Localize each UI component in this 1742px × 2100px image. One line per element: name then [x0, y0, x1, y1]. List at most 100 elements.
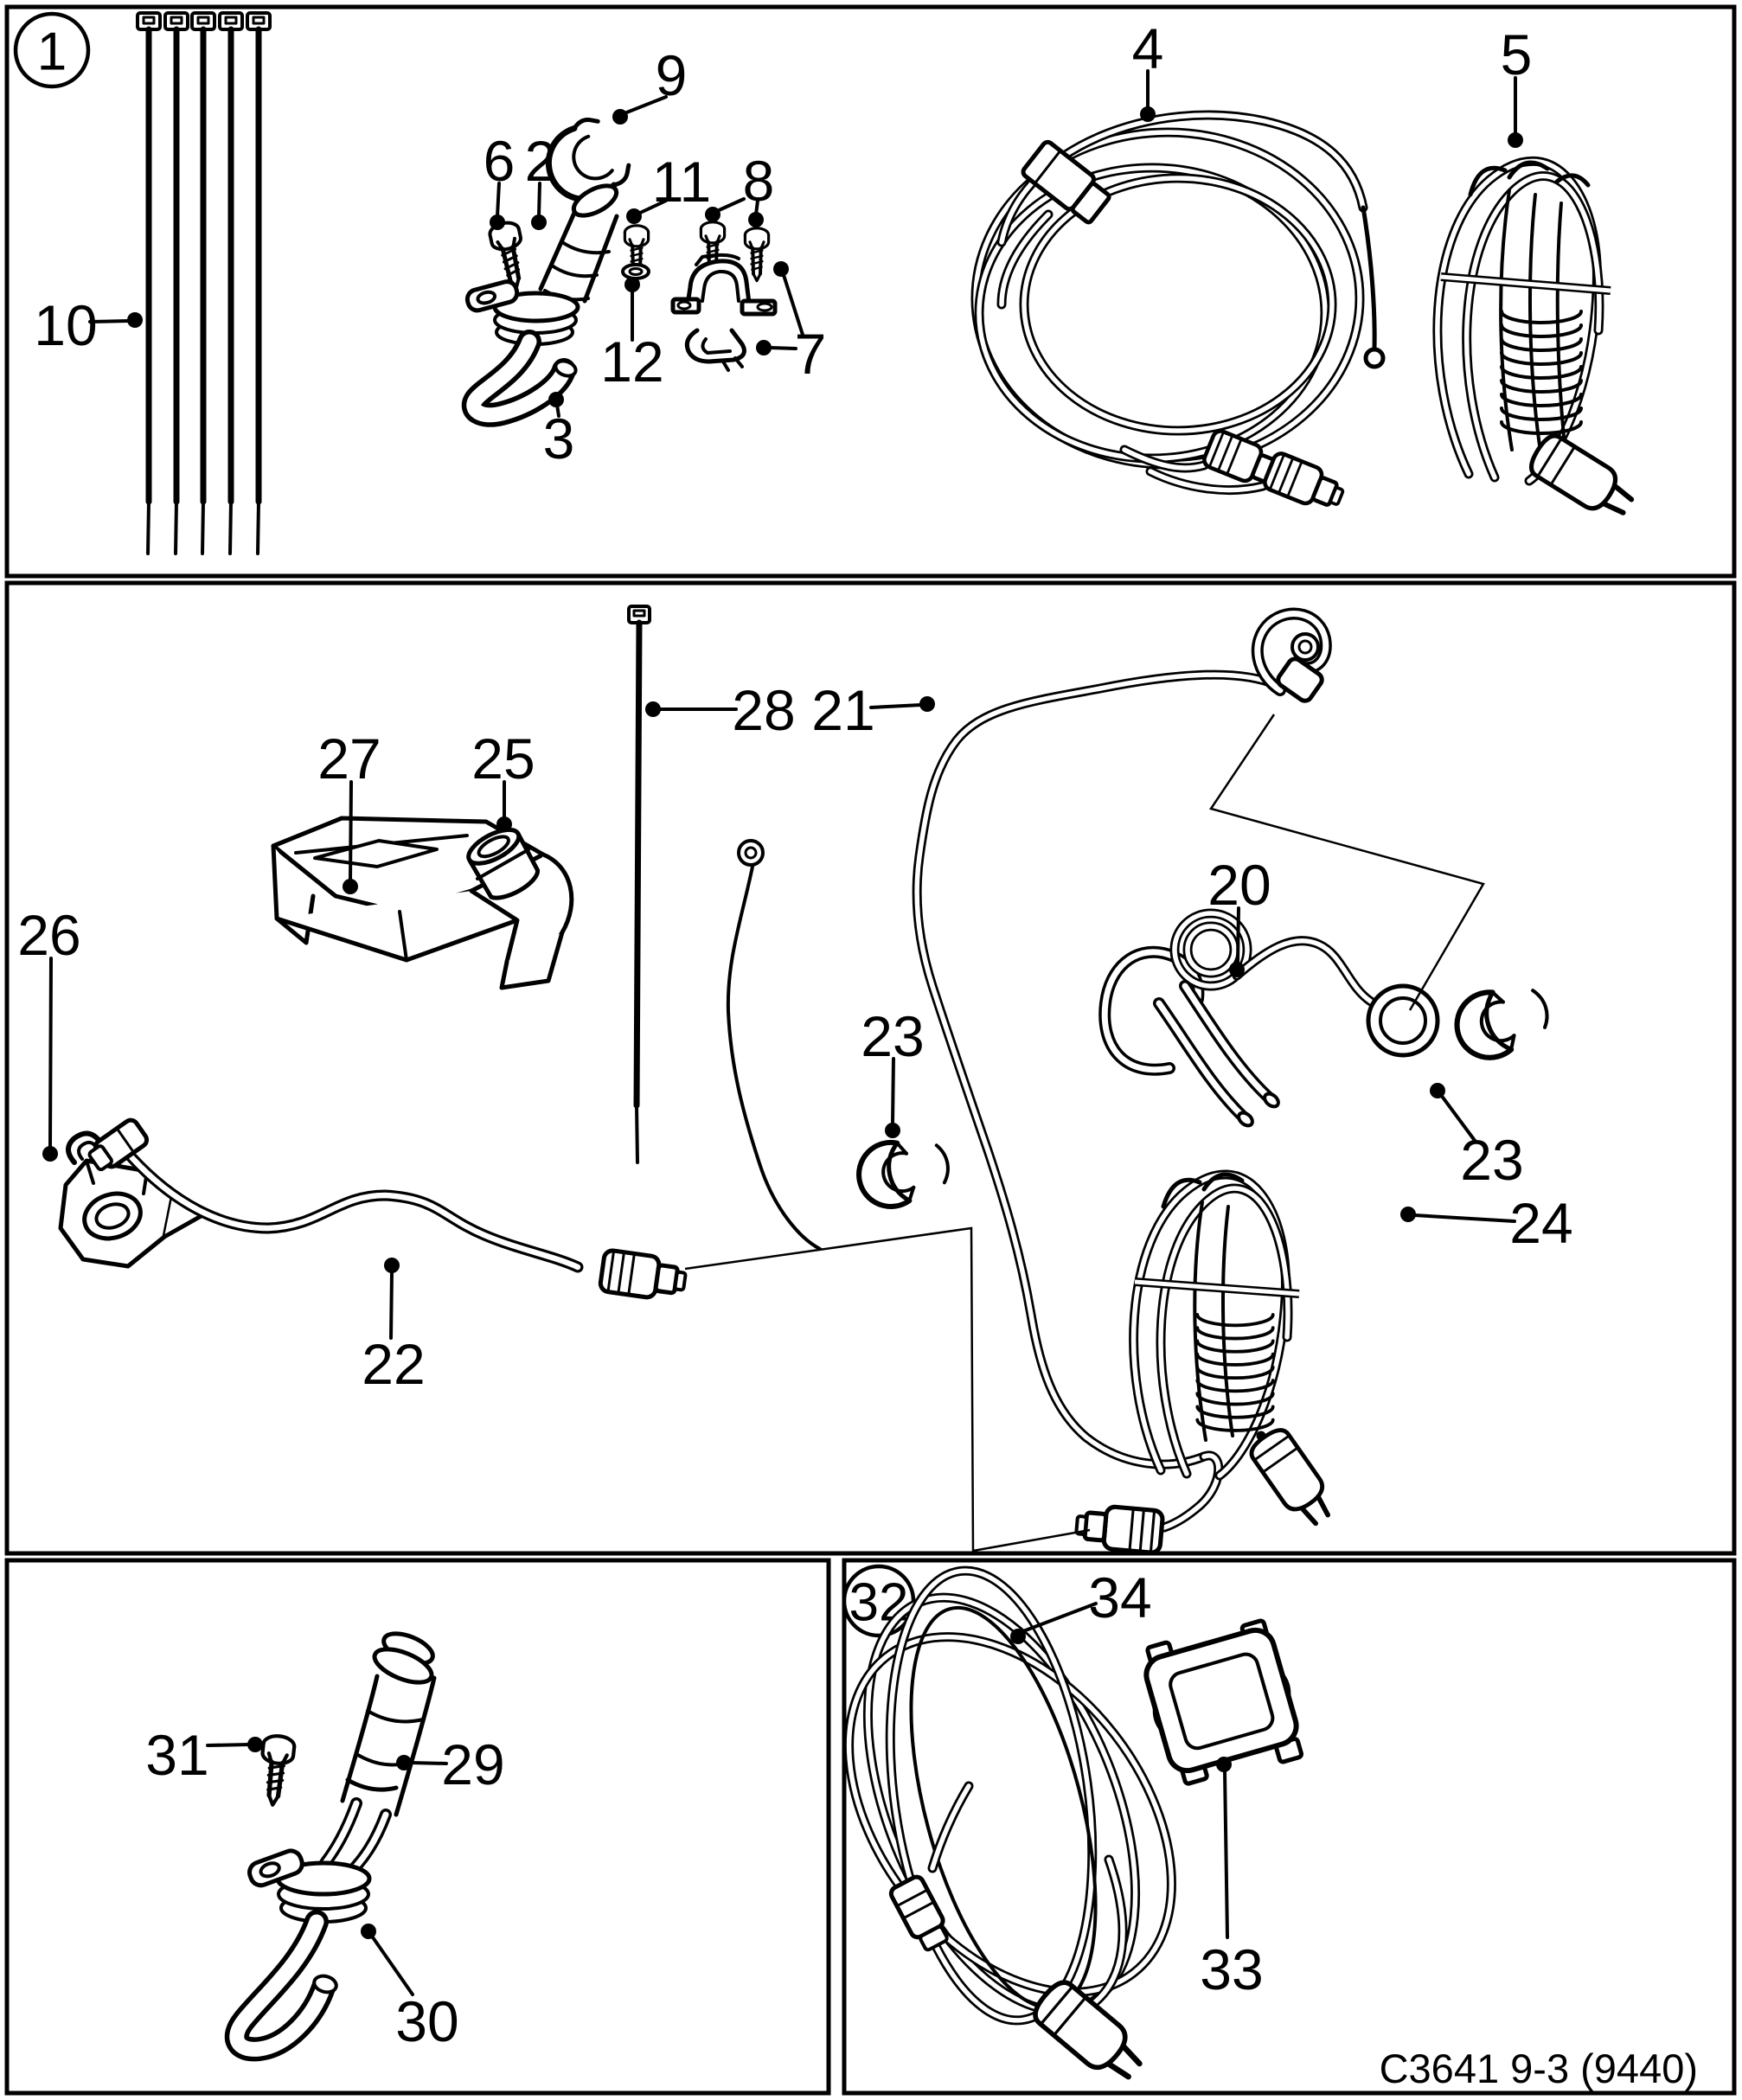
leader-dot	[247, 1737, 263, 1752]
panel-border-bottom-left	[4, 1558, 831, 2096]
leader-dot	[384, 1258, 400, 1273]
part-number-label: 29	[441, 1732, 504, 1796]
clip-23-mid	[853, 1131, 954, 1213]
washer-12	[621, 263, 650, 280]
connector-21-low	[1075, 1504, 1163, 1553]
panel-badge-label: 32	[849, 1572, 909, 1632]
screw-31	[257, 1735, 295, 1807]
panel-middle	[4, 580, 1737, 1556]
part-number-label: 26	[17, 903, 80, 967]
part-number-label: 22	[362, 1332, 425, 1396]
callout-26: 26	[17, 903, 81, 1162]
leader-line	[371, 1936, 414, 1996]
callout-21: 21	[811, 678, 935, 742]
leader-line	[715, 197, 746, 213]
leader-line	[1412, 1213, 1516, 1223]
part-number-label: 23	[861, 1004, 924, 1068]
cable-4	[970, 110, 1386, 515]
leader-line	[1439, 1093, 1477, 1143]
clip-7	[684, 328, 746, 372]
callout-30: 30	[361, 1924, 459, 2053]
callout-31: 31	[145, 1723, 263, 1787]
panel-badge-circle	[13, 11, 91, 89]
leader-line	[48, 957, 53, 1149]
leader-dot	[1229, 962, 1245, 977]
callout-25: 25	[471, 727, 535, 832]
part-number-label: 10	[34, 293, 97, 357]
leader-dot	[756, 340, 772, 355]
callout-20: 20	[1207, 853, 1271, 977]
part-number-label: 21	[811, 678, 874, 742]
leader-line	[349, 780, 353, 882]
part-number-label: 28	[732, 678, 795, 742]
leader-dot	[773, 261, 789, 277]
leader-line	[782, 273, 804, 336]
leader-line	[1236, 906, 1240, 964]
cable-set-34	[844, 1565, 1176, 2089]
leader-dot	[1140, 106, 1156, 122]
callout-34: 34	[1010, 1565, 1152, 1644]
part-number-label: 6	[484, 129, 516, 193]
panel-badge-label: 1	[37, 22, 67, 81]
diagram-code: C3641 9-3 (9440)	[1380, 2046, 1698, 2091]
cover-27	[271, 816, 574, 990]
callout-11: 11	[626, 150, 711, 224]
part-number-label: 27	[317, 727, 381, 791]
bracket-26	[58, 1130, 207, 1269]
leader-line	[623, 95, 668, 115]
callout-33: 33	[1200, 1757, 1264, 2001]
leader-dot	[548, 392, 564, 407]
part-number-label: 3	[543, 407, 575, 471]
callout-10: 10	[34, 293, 143, 357]
leader-dot	[127, 312, 143, 328]
holder-33	[1143, 1618, 1304, 1786]
leader-dot	[531, 214, 547, 230]
leader-line	[1223, 1770, 1229, 1939]
panel-border-bottom-right	[842, 1558, 1737, 2096]
leader-line	[637, 199, 668, 215]
callout-6: 6	[484, 129, 516, 230]
part-number-label: 7	[795, 322, 827, 386]
clip-9	[545, 117, 631, 202]
connector-21-top	[1251, 607, 1332, 703]
part-number-label: 9	[656, 43, 688, 107]
part-number-label: 11	[652, 150, 712, 214]
cable-ties-10	[136, 11, 272, 555]
part-number-label: 2	[525, 129, 557, 193]
leader-line	[389, 1270, 394, 1340]
leader-dot	[919, 696, 935, 712]
part-number-label: 24	[1509, 1191, 1572, 1255]
panel-border-top	[4, 4, 1737, 579]
part-number-label: 31	[145, 1723, 208, 1787]
callout-5: 5	[1501, 22, 1532, 148]
callout-4: 4	[1132, 16, 1163, 122]
leader-line	[1022, 1602, 1098, 1633]
callout-23: 23	[1430, 1083, 1524, 1192]
leader-dot	[626, 208, 642, 224]
leader-line	[88, 319, 131, 323]
leader-dot	[748, 212, 764, 227]
leader-dot	[624, 277, 640, 292]
part-number-label: 25	[471, 727, 535, 791]
leader-dot	[396, 1755, 412, 1770]
callout-9: 9	[612, 43, 687, 125]
cable-21	[912, 607, 1332, 1553]
leader-line	[869, 703, 923, 709]
grommet-25	[466, 827, 541, 900]
heater-element-20	[1098, 908, 1440, 1128]
cable-tie-28	[627, 605, 651, 1164]
leader-dot	[496, 816, 512, 832]
clip-23-right	[1449, 976, 1556, 1066]
screw-6	[488, 221, 530, 291]
part-number-label: 30	[395, 1989, 458, 2053]
part-number-label: 8	[743, 149, 775, 213]
leader-dot	[343, 879, 358, 894]
callout-7: 7	[756, 261, 826, 386]
leader-dot	[361, 1924, 376, 1939]
part-number-label: 12	[600, 330, 663, 394]
callout-12: 12	[600, 277, 664, 394]
panel-border-middle	[4, 580, 1737, 1556]
leader-dot	[1508, 132, 1523, 148]
